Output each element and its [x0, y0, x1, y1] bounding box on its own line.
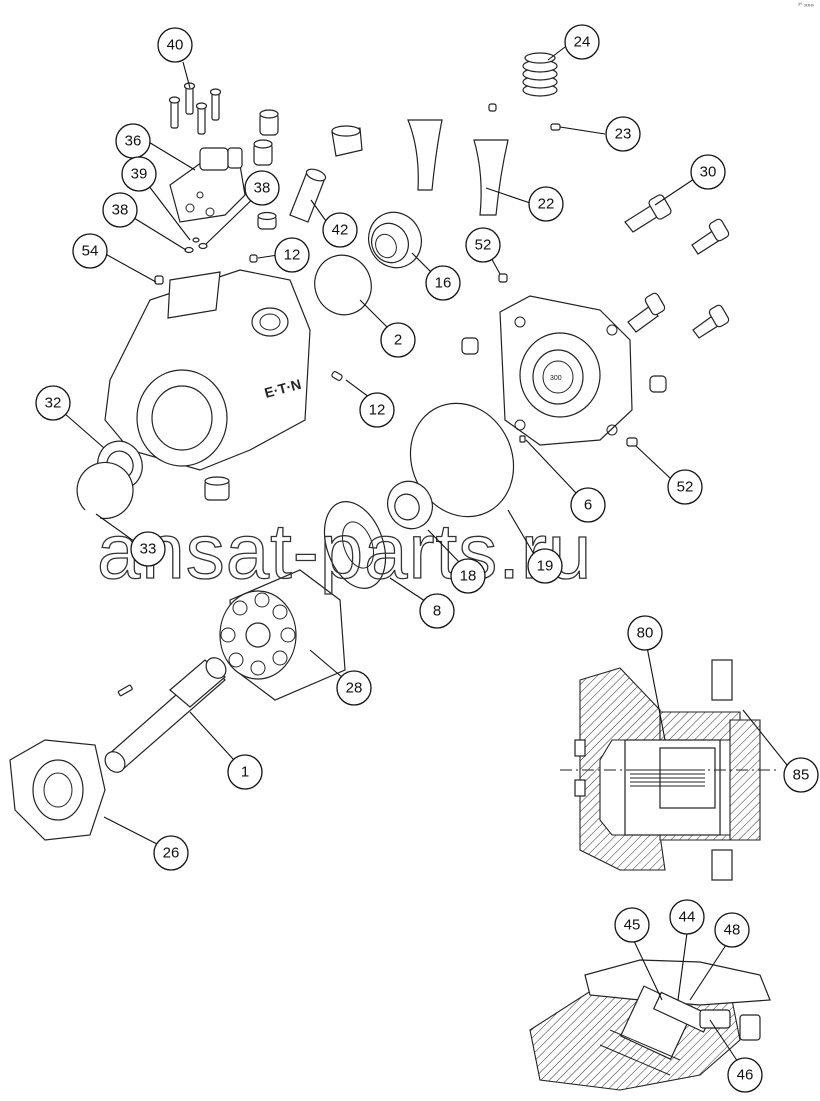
svg-text:45: 45 — [624, 917, 641, 934]
svg-text:42: 42 — [332, 222, 349, 239]
callout-19: 19 — [527, 548, 563, 584]
svg-text:48: 48 — [724, 922, 741, 939]
svg-text:24: 24 — [574, 34, 591, 51]
large-o-ring-part — [409, 402, 515, 518]
callout-18: 18 — [450, 558, 486, 594]
callout-33: 33 — [130, 531, 166, 567]
callout-40: 40 — [157, 27, 193, 63]
callout-12-lower: 12 — [359, 392, 395, 428]
callout-80: 80 — [627, 615, 663, 651]
svg-text:40: 40 — [167, 37, 184, 54]
drive-shaft-part — [104, 657, 227, 773]
callout-28: 28 — [336, 670, 372, 706]
svg-text:30: 30 — [700, 164, 717, 181]
callout-6: 6 — [570, 487, 606, 523]
plate-plug-part — [461, 273, 667, 447]
callout-42: 42 — [322, 212, 358, 248]
plate-mark: 300 — [550, 375, 562, 382]
pump-housing-part: E·T·N — [104, 269, 311, 471]
callout-85: 85 — [783, 757, 819, 793]
valve-plate-part — [323, 501, 387, 589]
svg-text:52: 52 — [475, 237, 492, 254]
svg-text:2: 2 — [394, 332, 402, 349]
callout-1: 1 — [227, 754, 263, 790]
leader-lines — [63, 46, 788, 1063]
bolt-set-part — [168, 82, 222, 135]
svg-text:6: 6 — [584, 497, 592, 514]
callout-30: 30 — [690, 154, 726, 190]
callout-16: 16 — [425, 265, 461, 301]
svg-text:36: 36 — [125, 133, 142, 150]
callout-23: 23 — [605, 116, 641, 152]
svg-text:18: 18 — [460, 568, 477, 585]
callout-36: 36 — [115, 123, 151, 159]
svg-text:44: 44 — [679, 909, 696, 926]
callout-52-lower: 52 — [667, 469, 703, 505]
corner-note: ³° »»» — [797, 3, 814, 9]
spring-part — [522, 52, 558, 97]
svg-text:19: 19 — [537, 558, 554, 575]
svg-text:85: 85 — [793, 767, 810, 784]
svg-text:38: 38 — [254, 180, 271, 197]
rear-bearing-part — [387, 480, 433, 530]
cylinder-block-part — [219, 569, 346, 701]
watermark-text: ansat-parts.ru — [97, 507, 592, 595]
svg-text:28: 28 — [346, 680, 363, 697]
bushing-part — [253, 109, 279, 166]
callout-46: 46 — [727, 1057, 763, 1093]
seal-ring-part — [314, 254, 372, 316]
svg-text:12: 12 — [284, 247, 301, 264]
callout-38-lower: 38 — [102, 192, 138, 228]
svg-text:52: 52 — [677, 479, 694, 496]
callout-39: 39 — [121, 156, 157, 192]
svg-text:26: 26 — [163, 845, 180, 862]
dowel-pin-part — [249, 254, 343, 381]
callout-12-upper: 12 — [274, 237, 310, 273]
callout-32: 32 — [35, 385, 71, 421]
o-ring-small-part — [184, 237, 208, 254]
svg-text:38: 38 — [112, 202, 129, 219]
svg-text:54: 54 — [82, 243, 99, 260]
svg-text:16: 16 — [435, 275, 452, 292]
svg-text:39: 39 — [131, 166, 148, 183]
svg-text:33: 33 — [140, 541, 157, 558]
section-view-control-valve — [529, 959, 771, 1091]
svg-text:23: 23 — [615, 126, 632, 143]
end-cap-part — [331, 125, 363, 157]
saddle-bearing-part — [407, 119, 509, 216]
control-valve-part — [169, 147, 246, 223]
section-view-shaft-coupling — [560, 659, 780, 881]
callout-2: 2 — [380, 322, 416, 358]
small-screw-part — [154, 275, 164, 285]
plug-part — [257, 211, 277, 230]
cap-screw-part — [624, 194, 730, 339]
swashplate-part — [9, 739, 106, 841]
callout-8: 8 — [419, 593, 455, 629]
callout-44: 44 — [669, 899, 705, 935]
svg-text:46: 46 — [737, 1067, 754, 1084]
bearing-part — [368, 211, 422, 269]
callout-22: 22 — [528, 186, 564, 222]
callout-38-upper: 38 — [244, 170, 280, 206]
callout-52-upper: 52 — [465, 227, 501, 263]
housing-plug-part — [204, 476, 230, 501]
svg-text:22: 22 — [538, 196, 555, 213]
callout-26: 26 — [153, 835, 189, 871]
svg-text:12: 12 — [369, 402, 386, 419]
svg-text:32: 32 — [45, 395, 62, 412]
snap-ring-part — [76, 461, 134, 520]
callout-24: 24 — [564, 24, 600, 60]
svg-text:1: 1 — [241, 764, 249, 781]
end-plate-part: 300 — [499, 295, 633, 446]
callout-45: 45 — [614, 907, 650, 943]
svg-text:8: 8 — [433, 603, 441, 620]
callout-54: 54 — [72, 233, 108, 269]
svg-text:80: 80 — [637, 625, 654, 642]
callout-48: 48 — [714, 912, 750, 948]
sleeve-part — [289, 168, 327, 223]
fitting-part — [488, 103, 561, 131]
